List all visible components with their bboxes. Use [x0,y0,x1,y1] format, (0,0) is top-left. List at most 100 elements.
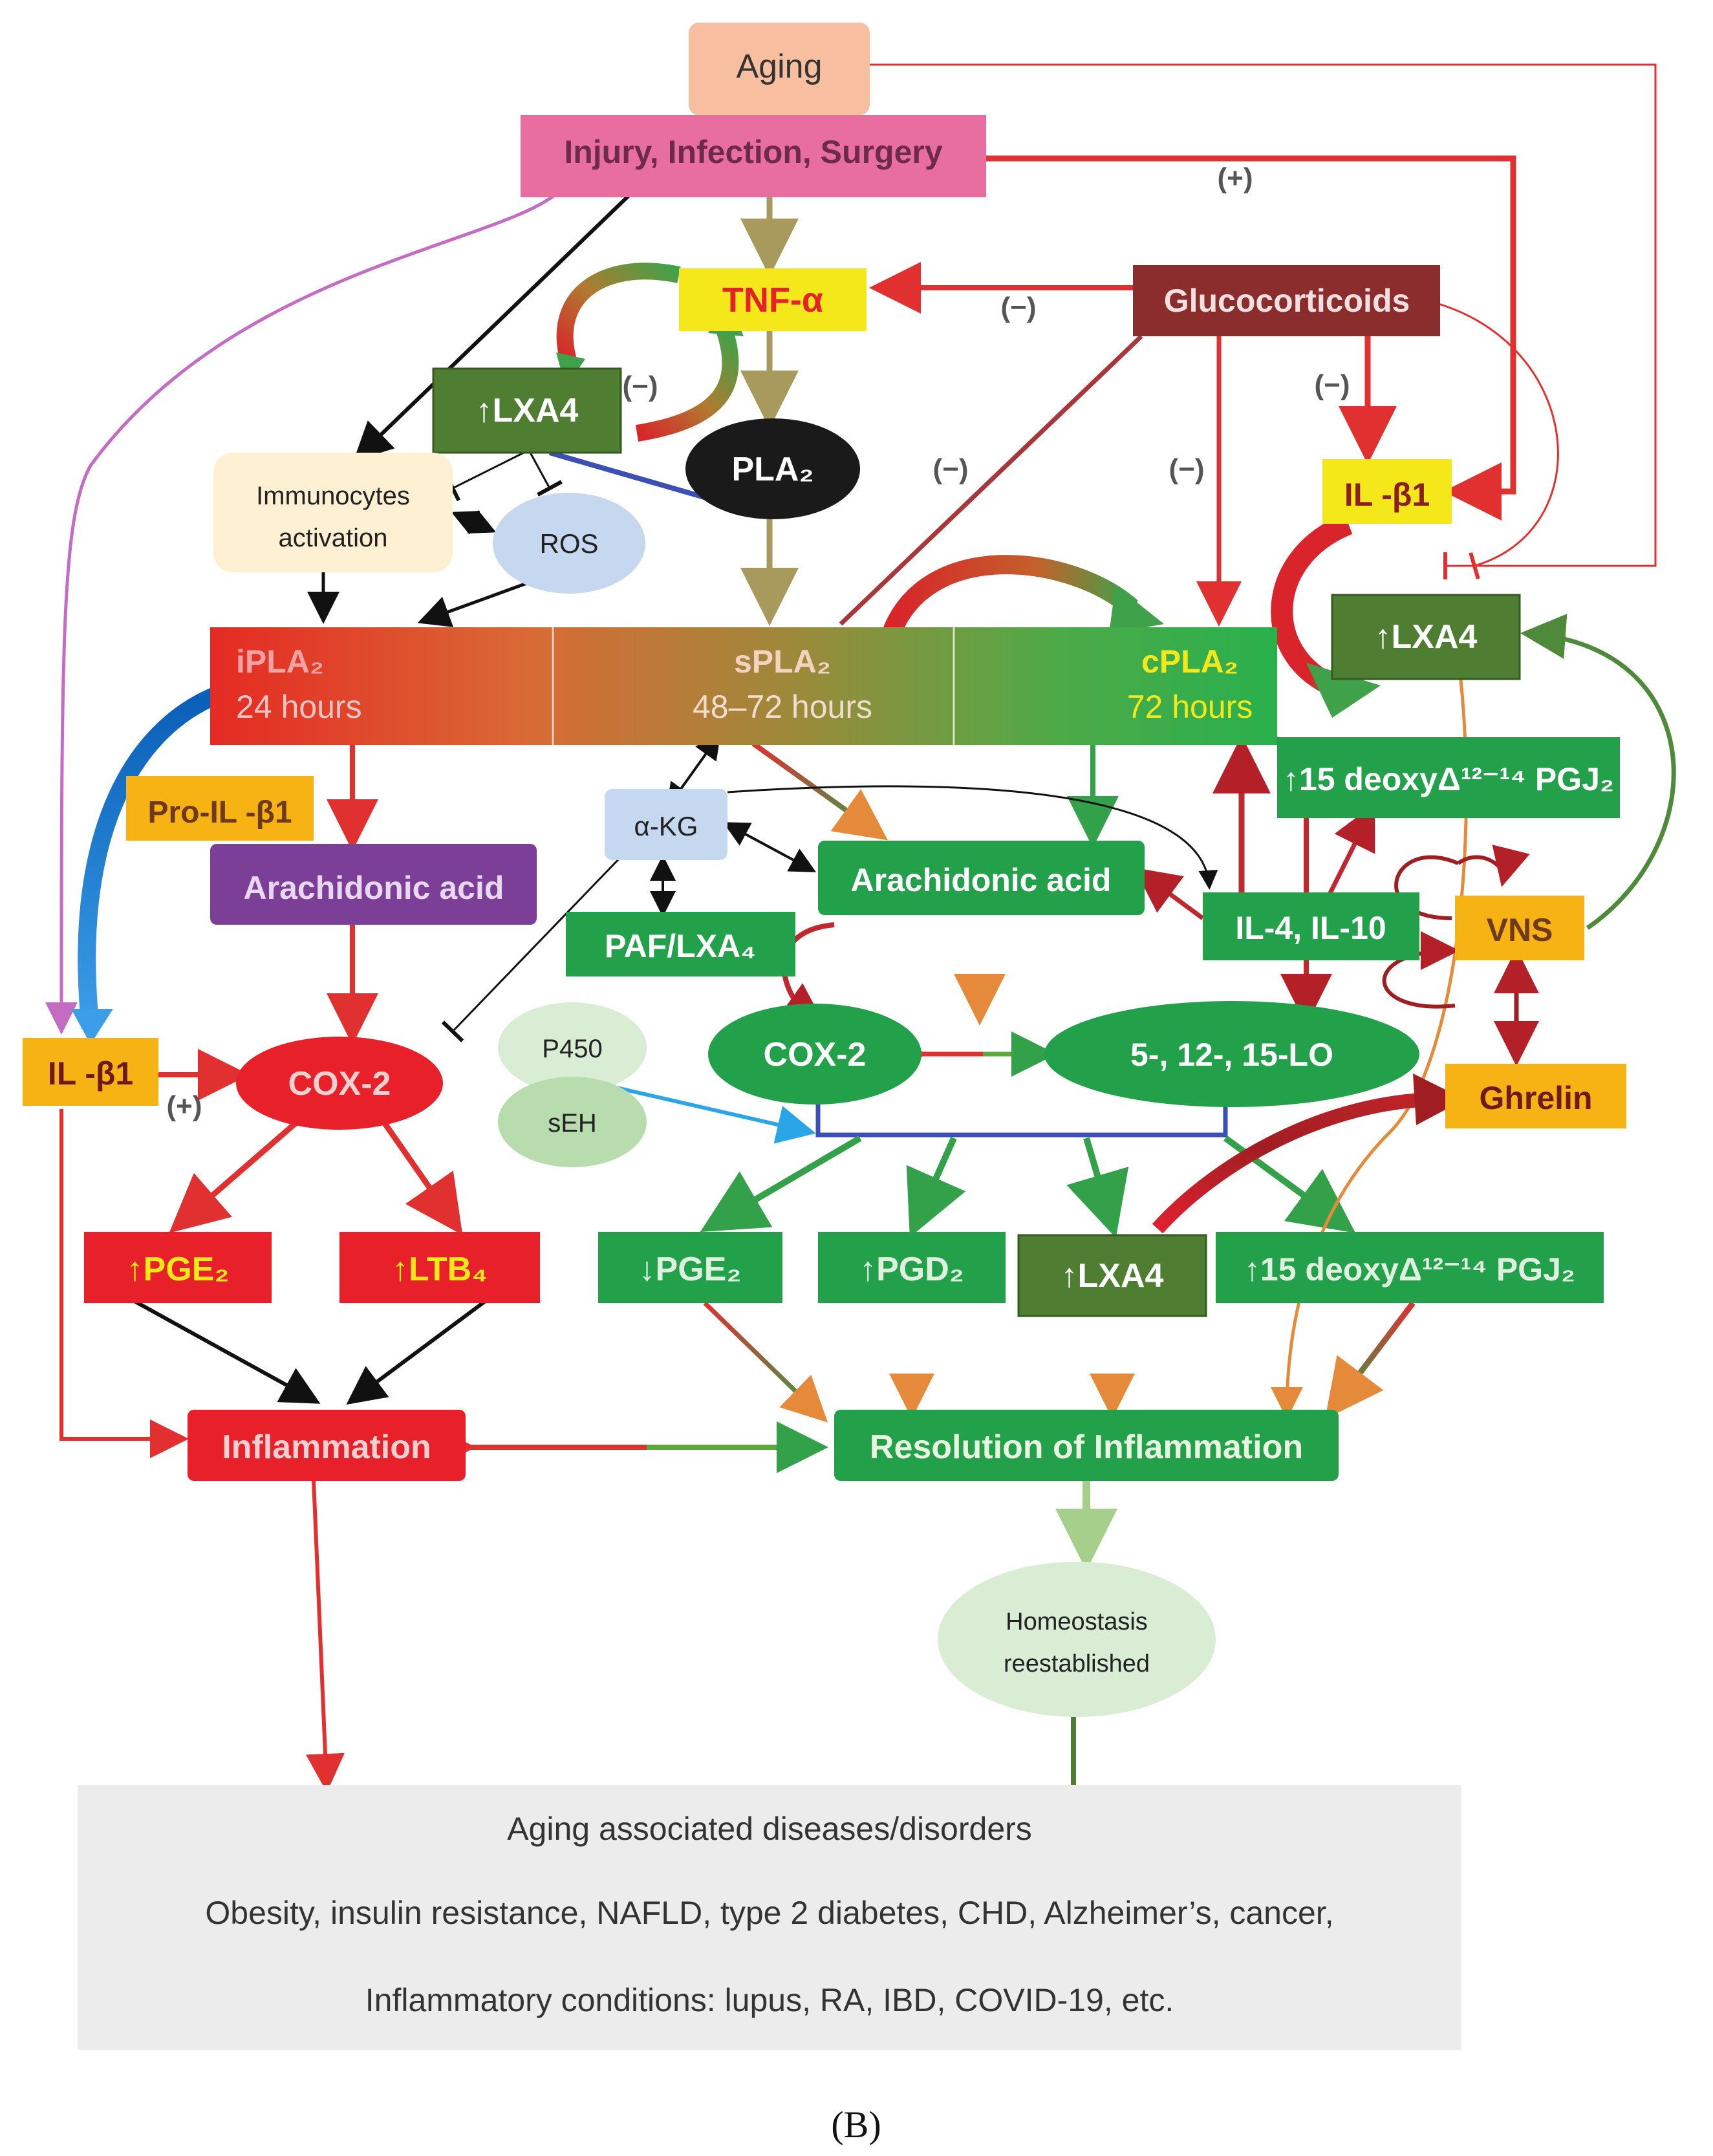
aging-to-lxa4-inhibit [870,63,1657,579]
il4-il10-box [1203,892,1419,960]
pge2-to-inflammation [125,1295,321,1404]
lxa4-bottom-box [1017,1234,1207,1317]
deoxy-bottom-label: ↑15 deoxyΔ¹²⁻¹⁴ PGJ₂ [1244,1251,1575,1288]
il1b-to-inflammation-arrow [59,1109,189,1458]
injury-to-il1b-left-arrow [45,193,557,1035]
immunocytes-box [213,453,453,572]
ros-ellipse [493,493,645,594]
aa-left-box [210,844,537,925]
sign-plus-il1b: (+) [167,1090,202,1122]
homeostasis-ellipse [938,1562,1216,1717]
immunocytes-line2: activation [279,524,388,552]
lxa4-pla2-link [548,450,719,504]
diseases-title: Aging associated diseases/disorders [507,1811,1032,1847]
pgd2-up-label: ↑PGD₂ [859,1251,964,1288]
seh-label: sEH [548,1109,597,1137]
il1b-left-box [23,1038,158,1106]
lxa4-right-label: ↑LXA4 [1375,618,1478,656]
glucocorticoids-box [1133,265,1440,336]
pge2-down-to-resolution [703,1301,828,1423]
gluc-to-lxa4-inhibit [1438,303,1559,580]
ros-to-ipla2-arrow [417,580,531,627]
spla2-time: 48–72 hours [693,689,872,725]
cox2-red-ellipse [236,1037,443,1130]
glucocorticoids-label: Glucocorticoids [1164,283,1410,319]
vns-loop-top-arrow [1457,845,1530,887]
pge2-up-box [84,1232,272,1303]
spla2-to-cpla2-curve [883,555,1138,635]
deoxy-top-label: ↑15 deoxyΔ¹²⁻¹⁴ PGJ₂ [1283,761,1614,797]
paf-label: PAF/LXA₄ [605,928,756,964]
aging-label: Aging [737,48,823,85]
aa-right-box [818,841,1145,915]
paf-box [566,912,795,976]
bracket-to-lxa4-arrow [1066,1137,1129,1238]
tnf-loop-left [556,263,681,365]
akg-box [605,789,727,860]
sign-minus-gluc-tnf: (−) [1001,292,1037,323]
spla2-to-aa-arrow [751,741,888,841]
p450-label: P450 [542,1035,602,1063]
inflammation-box [188,1410,466,1481]
pla2-stage-bar [210,627,1277,745]
akg-aa-biarrow [722,822,817,872]
ipla2-to-il1b-head [71,1009,113,1044]
pla2-label: PLA₂ [731,451,813,488]
lo-ellipse [1044,1001,1419,1107]
immunocytes-line1: Immunocytes [256,482,410,510]
vns-loop-up [1394,855,1460,920]
sign-minus-lxa4: (−) [623,371,658,402]
cox2-to-ltb4-arrow [379,1117,463,1235]
deoxy-bottom-box [1216,1232,1604,1303]
sign-minus-3: (−) [1315,369,1350,401]
aging-box [689,23,870,115]
ghrelin-box [1445,1064,1626,1128]
injury-label: Injury, Infection, Surgery [564,134,942,170]
vns-loop-bottom [1382,931,1460,1009]
vns-label: VNS [1487,912,1553,948]
ghrelin-curve-head [1413,1073,1465,1125]
akg-to-il4-arrow [727,785,1218,890]
vns-box [1455,896,1584,960]
homeostasis-line1: Homeostasis [1006,1608,1148,1635]
cox2-green-label: COX-2 [764,1036,867,1073]
pgd2-up-box [818,1232,1006,1303]
il1b-top-label: IL -β1 [1344,477,1430,513]
injury-to-immunocytes-arrow [353,192,632,462]
pge2-down-label: ↓PGE₂ [639,1251,742,1288]
ltb4-up-box [339,1232,540,1303]
diseases-line3: Inflammatory conditions: lupus, RA, IBD,… [365,1982,1174,2018]
p450-ellipse [498,1002,647,1093]
ltb4-to-inflammation [346,1295,493,1405]
mediator-bracket [815,1093,1228,1137]
inflammation-to-diseases-arrow [305,1480,345,1793]
lxa4-inhibit-immuno [444,451,524,502]
bracket-to-pge2-arrow [700,1135,862,1233]
deoxy-to-resolution [1325,1301,1416,1419]
tnf-box [679,268,867,331]
injury-to-il1b-arrow [986,155,1516,521]
il4-to-deoxy-arrow [1323,803,1375,903]
il4-il10-label: IL-4, IL-10 [1235,910,1386,946]
seh-ellipse [498,1077,647,1167]
lo-label: 5-, 12-, 15-LO [1130,1037,1333,1073]
resolution-box [834,1410,1339,1481]
ipla2-time: 24 hours [236,689,362,725]
il4-to-aa-arrow [1134,867,1205,920]
cox2-to-pge2-arrow [169,1116,303,1233]
vns-to-lxa4-arrow [1520,614,1676,930]
ghrelin-label: Ghrelin [1479,1080,1592,1116]
il1b-top-box [1322,459,1452,524]
spla2-label: sPLA₂ [734,643,831,680]
cox2-red-label: COX-2 [288,1065,391,1103]
spla2-to-cpla2-head [1109,585,1164,634]
pro-il1b-label: Pro-IL -β1 [147,795,292,830]
lxa4-top-box [432,367,622,454]
ros-label: ROS [539,528,598,559]
lxa4-bottom-label: ↑LXA4 [1061,1257,1164,1295]
cpla2-label: cPLA₂ [1141,643,1238,680]
gluc-to-spla2-line [839,334,1143,626]
aa-left-label: Arachidonic acid [244,870,504,906]
connectors [45,63,1676,1800]
